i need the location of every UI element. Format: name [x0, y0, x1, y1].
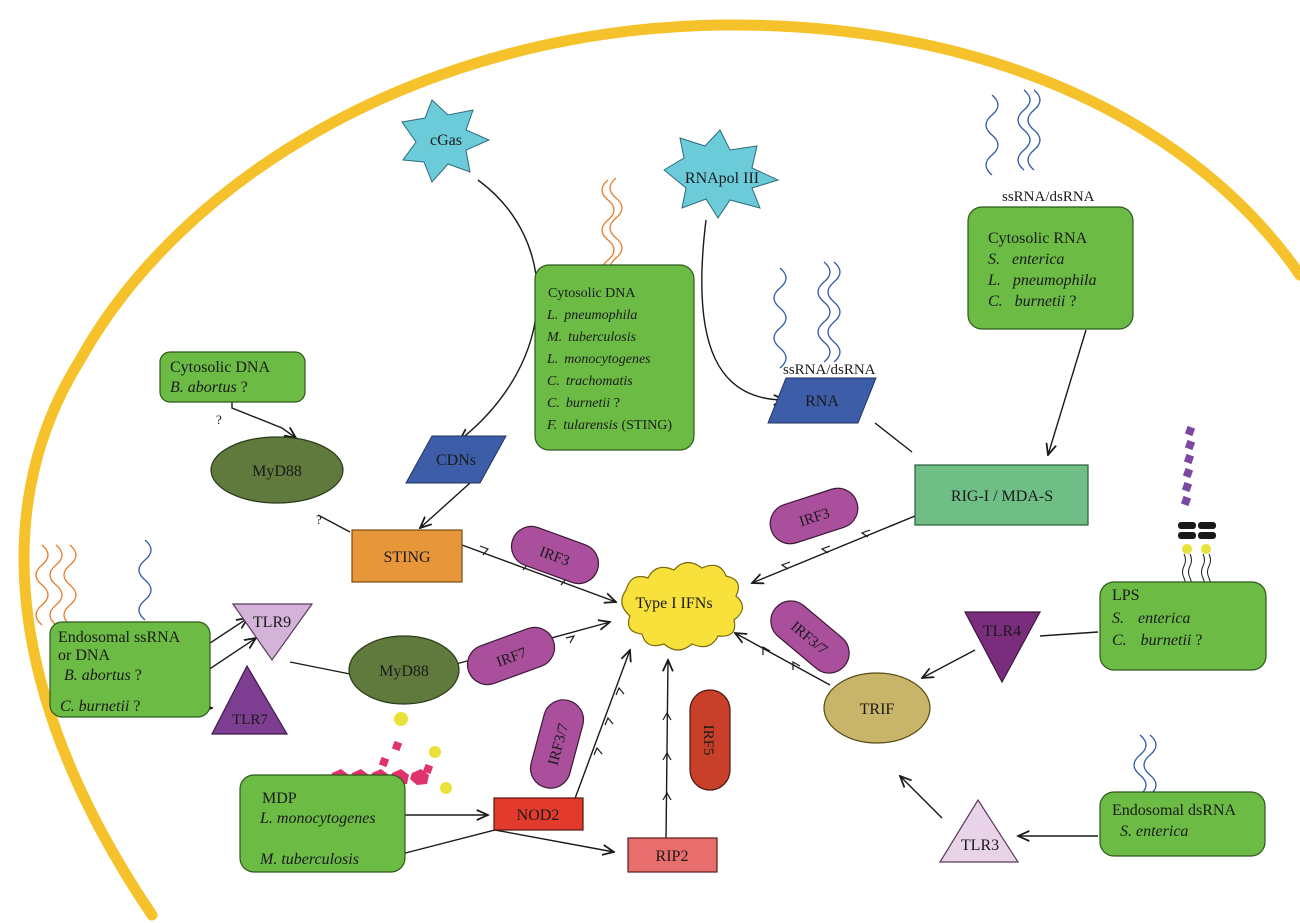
endo-dsrna-row: S. enterica [1120, 823, 1188, 840]
cyto-rna-row-2: L.pneumophila [987, 272, 1096, 289]
rna-squiggles [138, 89, 1157, 796]
myd88-top-label: MyD88 [252, 463, 302, 480]
mdp-row-2: M. tuberculosis [259, 851, 359, 868]
endosomal-row-1: B. abortus ? [64, 667, 142, 684]
lps-title: LPS [1112, 587, 1140, 604]
myd88-mid-node: MyD88 [348, 635, 460, 705]
endo-dsrna-title: Endosomal dsRNA [1112, 802, 1236, 819]
endosomal-title2: or DNA [58, 647, 110, 664]
cyto-dna-left-row: B. abortus ? [170, 379, 248, 396]
cytosolic-dna-left-box: Cytosolic DNA B. abortus ? [159, 351, 306, 403]
sting-label: STING [383, 549, 431, 566]
rna-node: RNA [767, 377, 877, 424]
tlr7-node: TLR7 [211, 664, 289, 735]
nod2-label: NOD2 [517, 807, 560, 824]
cyto-dna-left-title: Cytosolic DNA [170, 359, 270, 376]
lps-box: LPS S.enterica C.burnetii ? [1099, 581, 1267, 671]
cgas-label: cGas [430, 132, 462, 149]
cyto-dna-center-row-5: C.burnetii ? [547, 396, 620, 411]
cyto-dna-center-row-1: L.pneumophila [546, 308, 637, 323]
tlr3-node: TLR3 [938, 798, 1020, 863]
question-mark-2: ? [316, 512, 322, 527]
irf3-right-node: IRF3 [769, 487, 859, 545]
tlr7-label: TLR7 [232, 712, 268, 728]
irf37-left-node: IRF3/7 [529, 699, 585, 789]
nod2-node: NOD2 [493, 797, 584, 831]
cyto-rna-title: Cytosolic RNA [988, 230, 1088, 247]
cyto-dna-center-row-2: M.tuberculosis [546, 330, 637, 345]
rnapol-node: RNApol III [663, 129, 780, 219]
lps-row-2: C.burnetii ? [1112, 632, 1202, 649]
rip2-label: RIP2 [656, 848, 689, 865]
ssrna-top-label: ssRNA/dsRNA [1002, 189, 1095, 205]
rip2-node: RIP2 [627, 837, 718, 873]
tlr4-node: TLR4 [964, 611, 1042, 684]
myd88-top-node: MyD88 [210, 436, 344, 504]
mdp-row-1: L. monocytogenes [259, 810, 376, 827]
cytosolic-dna-center-box: Cytosolic DNA L.pneumophilaM.tuberculosi… [534, 264, 695, 451]
irf5-label: IRF5 [700, 725, 716, 756]
rigi-node: RIG-I / MDA-S [914, 464, 1089, 526]
lps-row-1: S.enterica [1112, 610, 1190, 627]
endosomal-row-2: C. burnetii ? [60, 698, 140, 715]
irf3-left-node: IRF3 [510, 525, 600, 585]
cyto-rna-row-3: C.burnetii ? [988, 293, 1076, 310]
sting-node: STING [351, 529, 463, 583]
dna-squiggle-left [35, 544, 77, 626]
rnapol-label: RNApol III [685, 170, 759, 187]
dna-squiggle-center [601, 177, 623, 281]
lps-structure-icon [1178, 425, 1216, 591]
type1-ifn-node: Type I IFNs [621, 561, 744, 651]
cyto-dna-center-row-4: C.trachomatis [547, 374, 633, 389]
trif-label: TRIF [860, 701, 895, 718]
cdns-node: CDNs [405, 435, 507, 484]
ssrna-mid-label: ssRNA/dsRNA [783, 362, 876, 378]
cell-membrane [18, 19, 1300, 921]
question-mark-1: ? [216, 412, 222, 427]
tlr3-label: TLR3 [961, 837, 999, 854]
endosomal-title1: Endosomal ssRNA [58, 629, 181, 646]
tlr9-node: TLR9 [231, 603, 314, 662]
tlr4-label: TLR4 [983, 623, 1021, 640]
cyto-dna-center-row-6: F.tularensis (STING) [546, 418, 672, 433]
tlr9-label: TLR9 [253, 614, 291, 631]
irf7-node: IRF7 [466, 626, 556, 686]
mdp-title: MDP [262, 790, 297, 807]
cyto-dna-center-row-3: L.monocytogenes [546, 352, 651, 367]
irf5-node: IRF5 [689, 689, 731, 791]
cytosolic-rna-box: Cytosolic RNA S.entericaL.pneumophilaC.b… [967, 206, 1134, 330]
myd88-mid-label: MyD88 [379, 663, 429, 680]
mdp-box: MDP L. monocytogenes M. tuberculosis [239, 774, 406, 873]
cgas-node: cGas [401, 99, 491, 183]
rna-label: RNA [805, 393, 839, 410]
type1-ifn-label: Type I IFNs [635, 595, 712, 612]
cyto-rna-row-1: S.enterica [988, 251, 1064, 268]
endosomal-dsrna-box: Endosomal dsRNA S. enterica [1099, 791, 1266, 857]
rigi-label: RIG-I / MDA-S [951, 488, 1053, 505]
cdns-label: CDNs [436, 452, 476, 469]
endosomal-box: Endosomal ssRNA or DNA B. abortus ? C. b… [49, 621, 211, 718]
irf37-right-node: IRF3/7 [770, 600, 850, 674]
cyto-dna-center-title: Cytosolic DNA [548, 286, 636, 301]
trif-node: TRIF [823, 672, 931, 744]
